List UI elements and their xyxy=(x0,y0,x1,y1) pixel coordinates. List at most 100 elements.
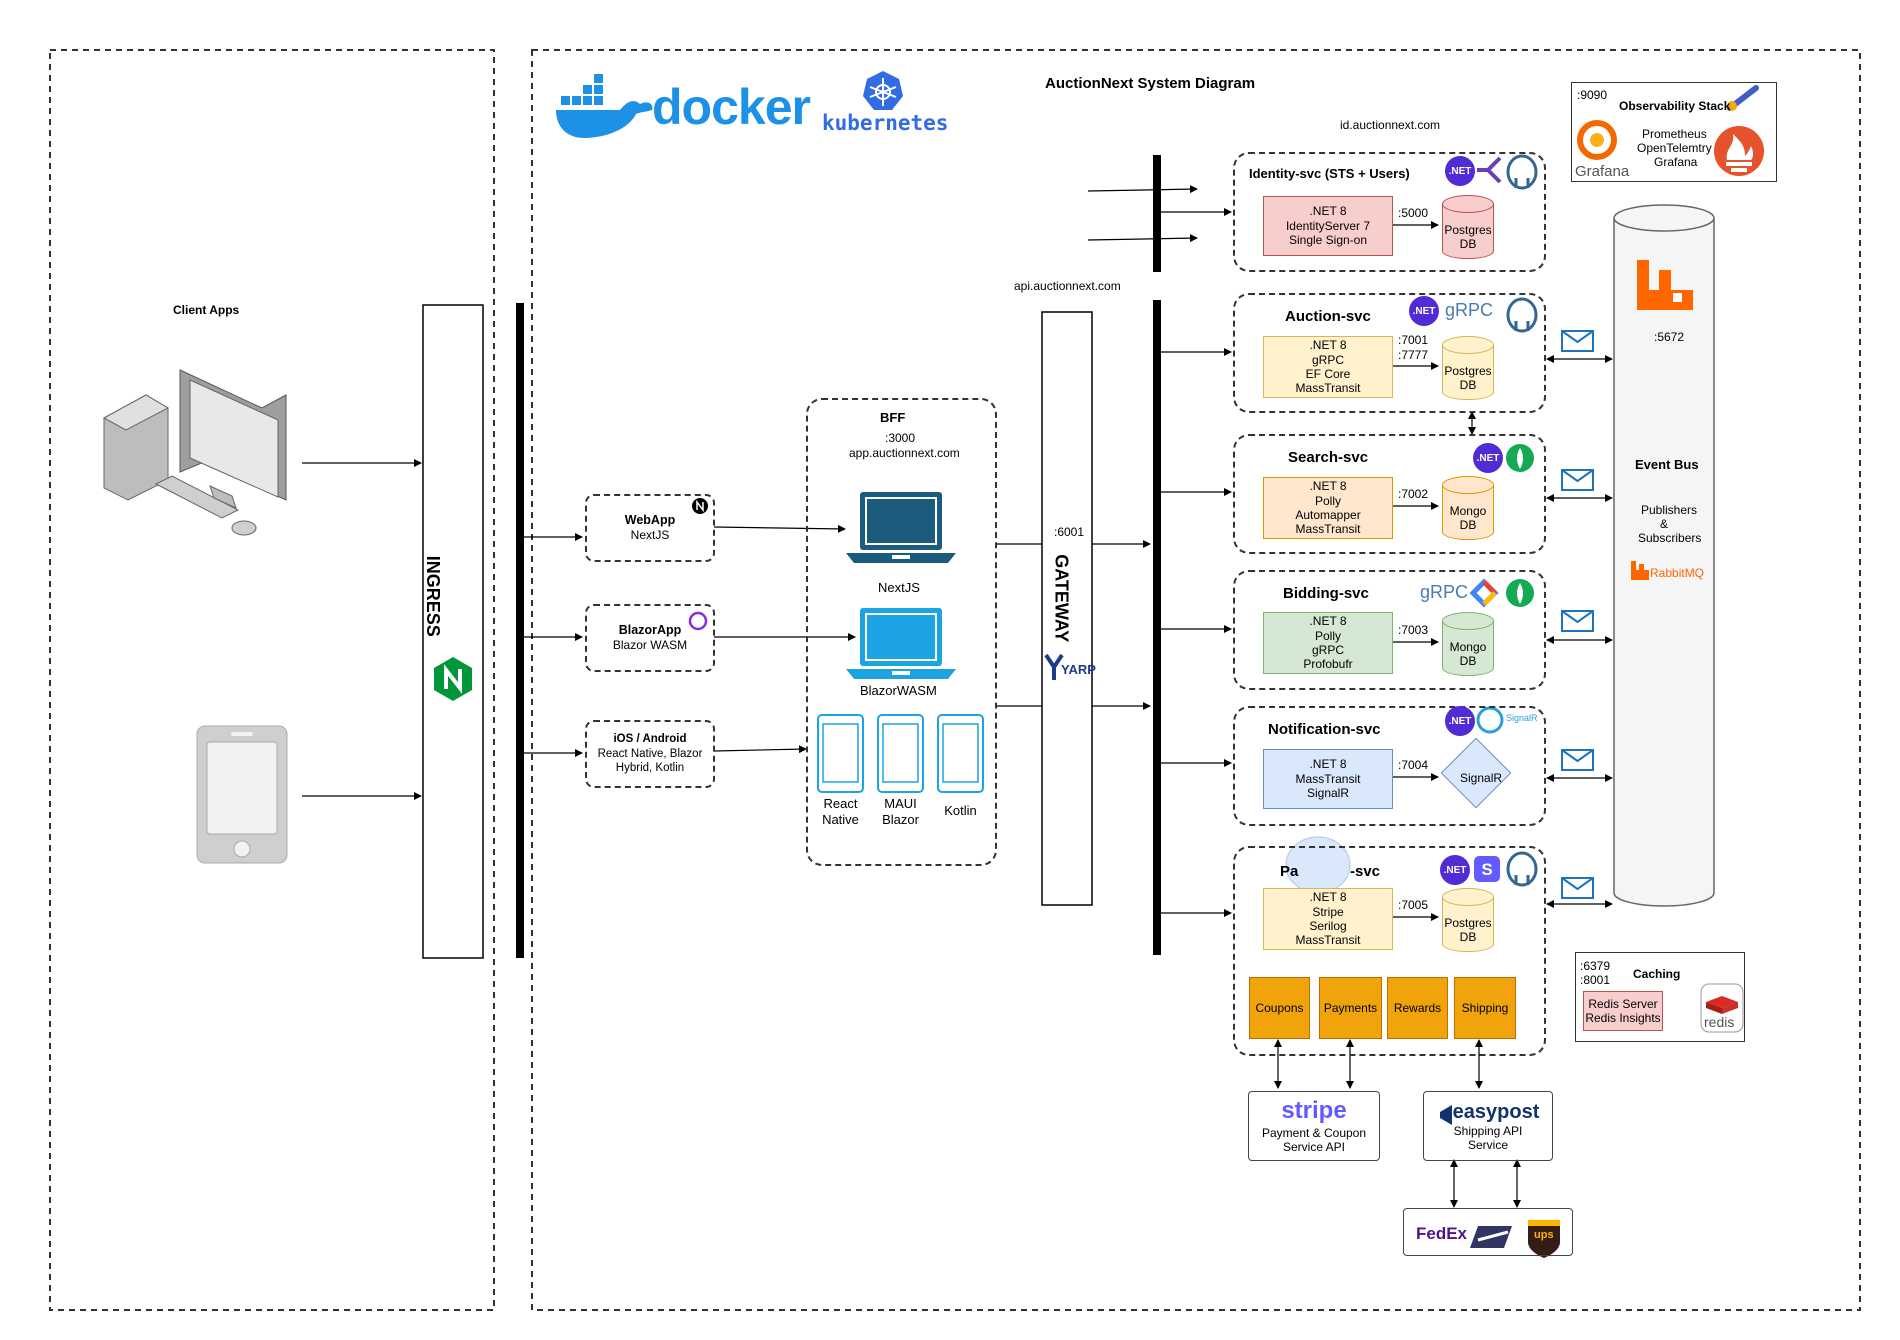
stripe-s-icon: S xyxy=(1474,856,1500,882)
observability-box xyxy=(1571,82,1777,182)
yarp-wordmark: YARP xyxy=(1061,662,1096,677)
stack-line: MassTransit xyxy=(1295,522,1361,537)
postgres-icon xyxy=(1506,297,1538,333)
phone-react-native-icon xyxy=(817,714,864,793)
blazor-icon xyxy=(688,611,708,631)
rewards-module: Rewards xyxy=(1387,977,1448,1039)
bidding-svc-name: Bidding-svc xyxy=(1283,585,1369,602)
search-port: :7002 xyxy=(1398,487,1429,501)
identity-in-arrow-3 xyxy=(1087,234,1198,243)
caching-port-redis: :6379 xyxy=(1580,959,1611,973)
stack-line: MassTransit xyxy=(1295,381,1361,396)
stack-line: SignalR xyxy=(1306,786,1350,801)
fedex-wordmark: FedEx xyxy=(1416,1224,1468,1243)
blazorapp-pill[interactable]: BlazorApp Blazor WASM xyxy=(585,604,715,672)
dotnet-icon: .NET xyxy=(1445,706,1475,736)
postgres-icon xyxy=(1506,851,1538,887)
easypost-api-line2: Service xyxy=(1467,1138,1508,1152)
notification-svc-name: Notification-svc xyxy=(1268,721,1381,738)
mail-icon xyxy=(1561,749,1594,771)
eventbus-sub-2: & xyxy=(1660,517,1669,531)
db-label: Mongo xyxy=(1449,640,1487,654)
identityserver-icon xyxy=(1477,156,1502,184)
event-bus-cylinder xyxy=(1613,204,1715,907)
signalr-diamond-label: SignalR xyxy=(1460,771,1503,785)
identity-port: :5000 xyxy=(1398,206,1429,220)
identity-svc-name: Identity-svc (STS + Users) xyxy=(1249,166,1410,181)
db-label: DB xyxy=(1459,930,1477,945)
bff-port: :3000 xyxy=(885,431,916,445)
notification-port: :7004 xyxy=(1398,758,1429,772)
phone-label-react-native: React Native xyxy=(822,796,859,828)
ups-wordmark: ups xyxy=(1534,1229,1554,1241)
payments-module: Payments xyxy=(1319,977,1382,1039)
grafana-icon xyxy=(1577,120,1617,160)
db-label: Postgres xyxy=(1444,364,1492,378)
stack-line: IdentityServer 7 xyxy=(1285,218,1371,233)
payment-port: :7005 xyxy=(1398,898,1429,912)
webapp-pill[interactable]: WebApp NextJS xyxy=(585,494,715,562)
identity-bus-line xyxy=(1153,155,1161,272)
stripe-wordmark: stripe xyxy=(1281,1097,1347,1125)
grpc-wordmark: gRPC xyxy=(1420,582,1469,602)
gateway-host: api.auctionnext.com xyxy=(1014,279,1121,293)
caching-box xyxy=(1575,952,1745,1042)
redis-icon xyxy=(1700,983,1744,1033)
system-zone-frame xyxy=(531,49,1861,1311)
payment-svc-container xyxy=(1233,846,1546,1056)
nginx-icon xyxy=(434,657,472,701)
db-label: Postgres xyxy=(1444,223,1492,237)
eventbus-title: Event Bus xyxy=(1635,457,1699,472)
caching-title: Caching xyxy=(1633,967,1681,981)
ingress-bar xyxy=(422,304,484,959)
stripe-api-line2: Service API xyxy=(1282,1140,1346,1155)
blazorwasm-label: BlazorWASM xyxy=(860,683,937,698)
bidding-svc-container xyxy=(1233,570,1546,690)
db-label: DB xyxy=(1459,378,1477,393)
stack-line: .NET 8 xyxy=(1309,479,1347,494)
auction-port: :7001 :7777 xyxy=(1398,333,1429,362)
phone-label-maui-blazor: MAUI Blazor xyxy=(882,796,919,828)
stack-line: Automapper xyxy=(1295,508,1361,522)
mail-icon xyxy=(1561,877,1594,899)
easypost-api-box: easypost Shipping API Service xyxy=(1423,1091,1553,1161)
client-zone-frame xyxy=(49,49,495,1311)
mail-icon xyxy=(1561,610,1594,632)
grpc-wordmark: gRPC xyxy=(1445,300,1494,320)
payment-stack-box: .NET 8 Stripe Serilog MassTransit xyxy=(1263,888,1393,950)
search-svc-name: Search-svc xyxy=(1288,449,1369,466)
bff-title: BFF xyxy=(880,410,906,425)
stripe-api-line1: Payment & Coupon xyxy=(1261,1126,1367,1140)
bidding-port: :7003 xyxy=(1398,623,1429,637)
auction-svc-container xyxy=(1233,293,1546,413)
mongodb-icon xyxy=(1506,579,1534,607)
docker-wordmark: docker xyxy=(652,79,811,135)
usps-icon xyxy=(1470,1226,1512,1248)
blazorapp-title: BlazorApp xyxy=(618,622,682,637)
rabbitmq-icon xyxy=(1637,260,1693,310)
db-label: DB xyxy=(1459,654,1477,669)
nextjs-n-mark xyxy=(696,499,704,513)
dotnet-icon: .NET xyxy=(1473,443,1503,473)
mobile-phone-icon xyxy=(196,725,288,864)
signalr-wordmark: SignalR xyxy=(1506,713,1538,723)
redis-wordmark: redis xyxy=(1704,1014,1735,1030)
laptop-nextjs-icon xyxy=(846,492,956,563)
phone-maui-blazor-icon xyxy=(877,714,924,793)
gateway-bar xyxy=(1041,311,1093,906)
desktop-computer-icon xyxy=(102,369,287,536)
postgres-icon xyxy=(1506,154,1538,190)
bff-container xyxy=(806,398,997,866)
payment-svc-name-tail: -svc xyxy=(1350,863,1381,880)
phone-label-kotlin: Kotlin xyxy=(944,803,977,818)
stack-line: .NET 8 xyxy=(1309,890,1347,905)
mobileapp-pill[interactable]: iOS / Android React Native, Blazor Hybri… xyxy=(585,720,715,788)
rabbitmq-wordmark: RabbitMQ xyxy=(1650,566,1705,580)
search-stack-box: .NET 8 Polly Automapper MassTransit xyxy=(1263,477,1393,539)
rabbitmq-small-icon xyxy=(1631,561,1649,580)
ingress-bus-line xyxy=(516,303,524,958)
